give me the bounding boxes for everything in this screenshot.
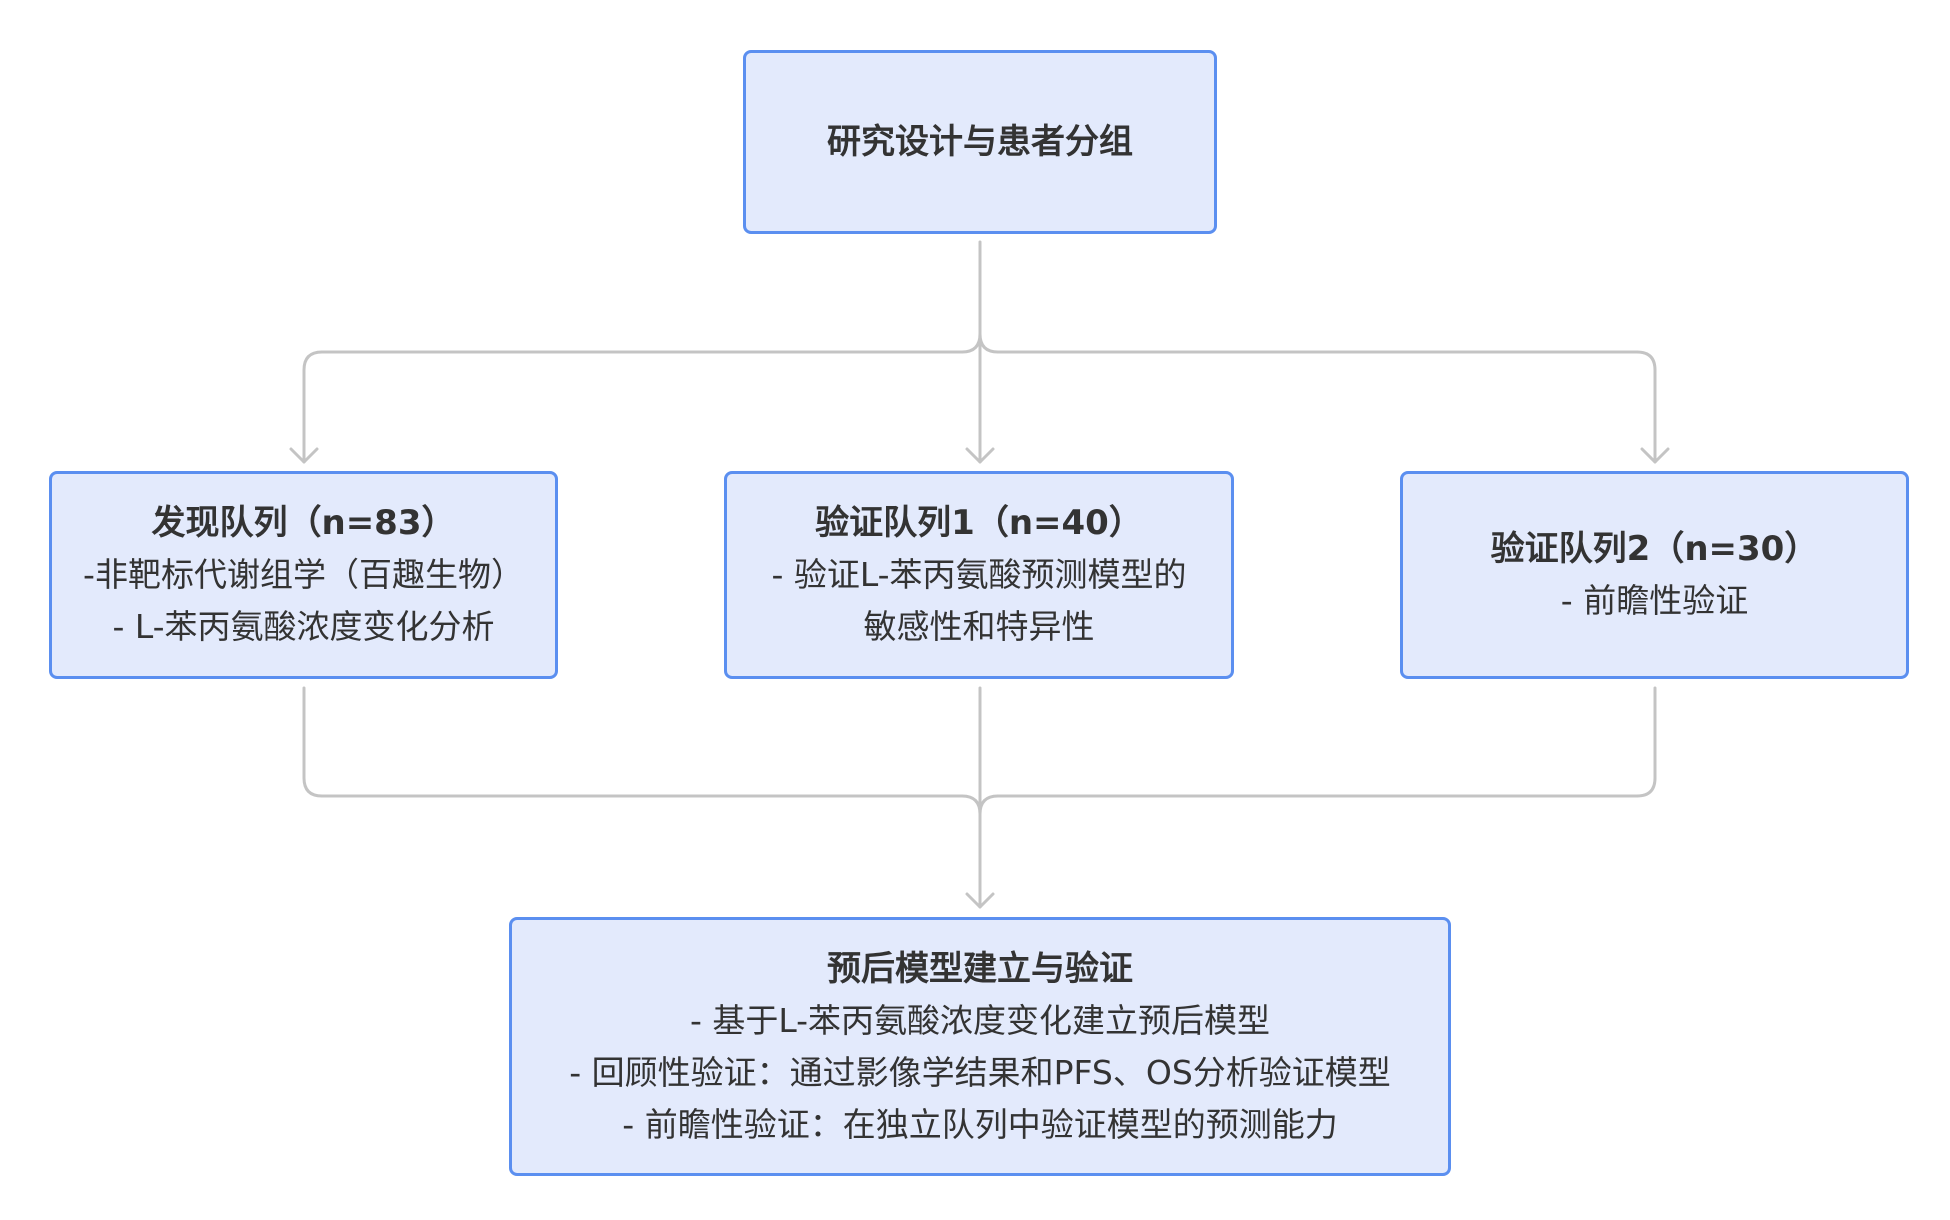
node-validation-cohort-1-line: - 验证L-苯丙氨酸预测模型的 — [771, 555, 1187, 594]
node-prognostic-model-line: - 前瞻性验证：在独立队列中验证模型的预测能力 — [622, 1104, 1338, 1144]
node-prognostic-model-title: 预后模型建立与验证 — [827, 948, 1133, 989]
node-prognostic-model: 预后模型建立与验证 - 基于L-苯丙氨酸浓度变化建立预后模型 - 回顾性验证：通… — [509, 917, 1451, 1176]
node-discovery-cohort-line: -非靶标代谢组学（百趣生物） — [83, 555, 524, 594]
arrowhead-validation2 — [1640, 447, 1670, 464]
connector-to-validation2 — [978, 332, 1657, 464]
node-validation-cohort-2-title: 验证队列2（n=30） — [1490, 529, 1819, 569]
node-validation-cohort-1-line: 敏感性和特异性 — [863, 607, 1095, 646]
node-discovery-cohort: 发现队列（n=83） -非靶标代谢组学（百趣生物） - L-苯丙氨酸浓度变化分析 — [49, 471, 558, 679]
node-validation-cohort-2-line: - 前瞻性验证 — [1560, 581, 1749, 620]
node-prognostic-model-line: - 回顾性验证：通过影像学结果和PFS、OS分析验证模型 — [569, 1052, 1391, 1092]
node-study-design-title: 研究设计与患者分组 — [827, 122, 1133, 162]
arrowhead-discovery — [289, 447, 319, 464]
arrowhead-validation1 — [965, 447, 995, 464]
node-discovery-cohort-title: 发现队列（n=83） — [151, 503, 456, 543]
connector-to-discovery — [302, 332, 982, 464]
node-validation-cohort-2: 验证队列2（n=30） - 前瞻性验证 — [1400, 471, 1909, 679]
node-prognostic-model-line: - 基于L-苯丙氨酸浓度变化建立预后模型 — [689, 1000, 1271, 1040]
node-validation-cohort-1-title: 验证队列1（n=40） — [815, 503, 1143, 543]
arrowhead-bottom — [965, 892, 995, 909]
node-study-design: 研究设计与患者分组 — [743, 50, 1217, 234]
connector-from-validation2 — [978, 686, 1657, 816]
connector-from-discovery — [302, 686, 982, 816]
node-validation-cohort-1: 验证队列1（n=40） - 验证L-苯丙氨酸预测模型的 敏感性和特异性 — [724, 471, 1234, 679]
node-discovery-cohort-line: - L-苯丙氨酸浓度变化分析 — [112, 607, 495, 646]
